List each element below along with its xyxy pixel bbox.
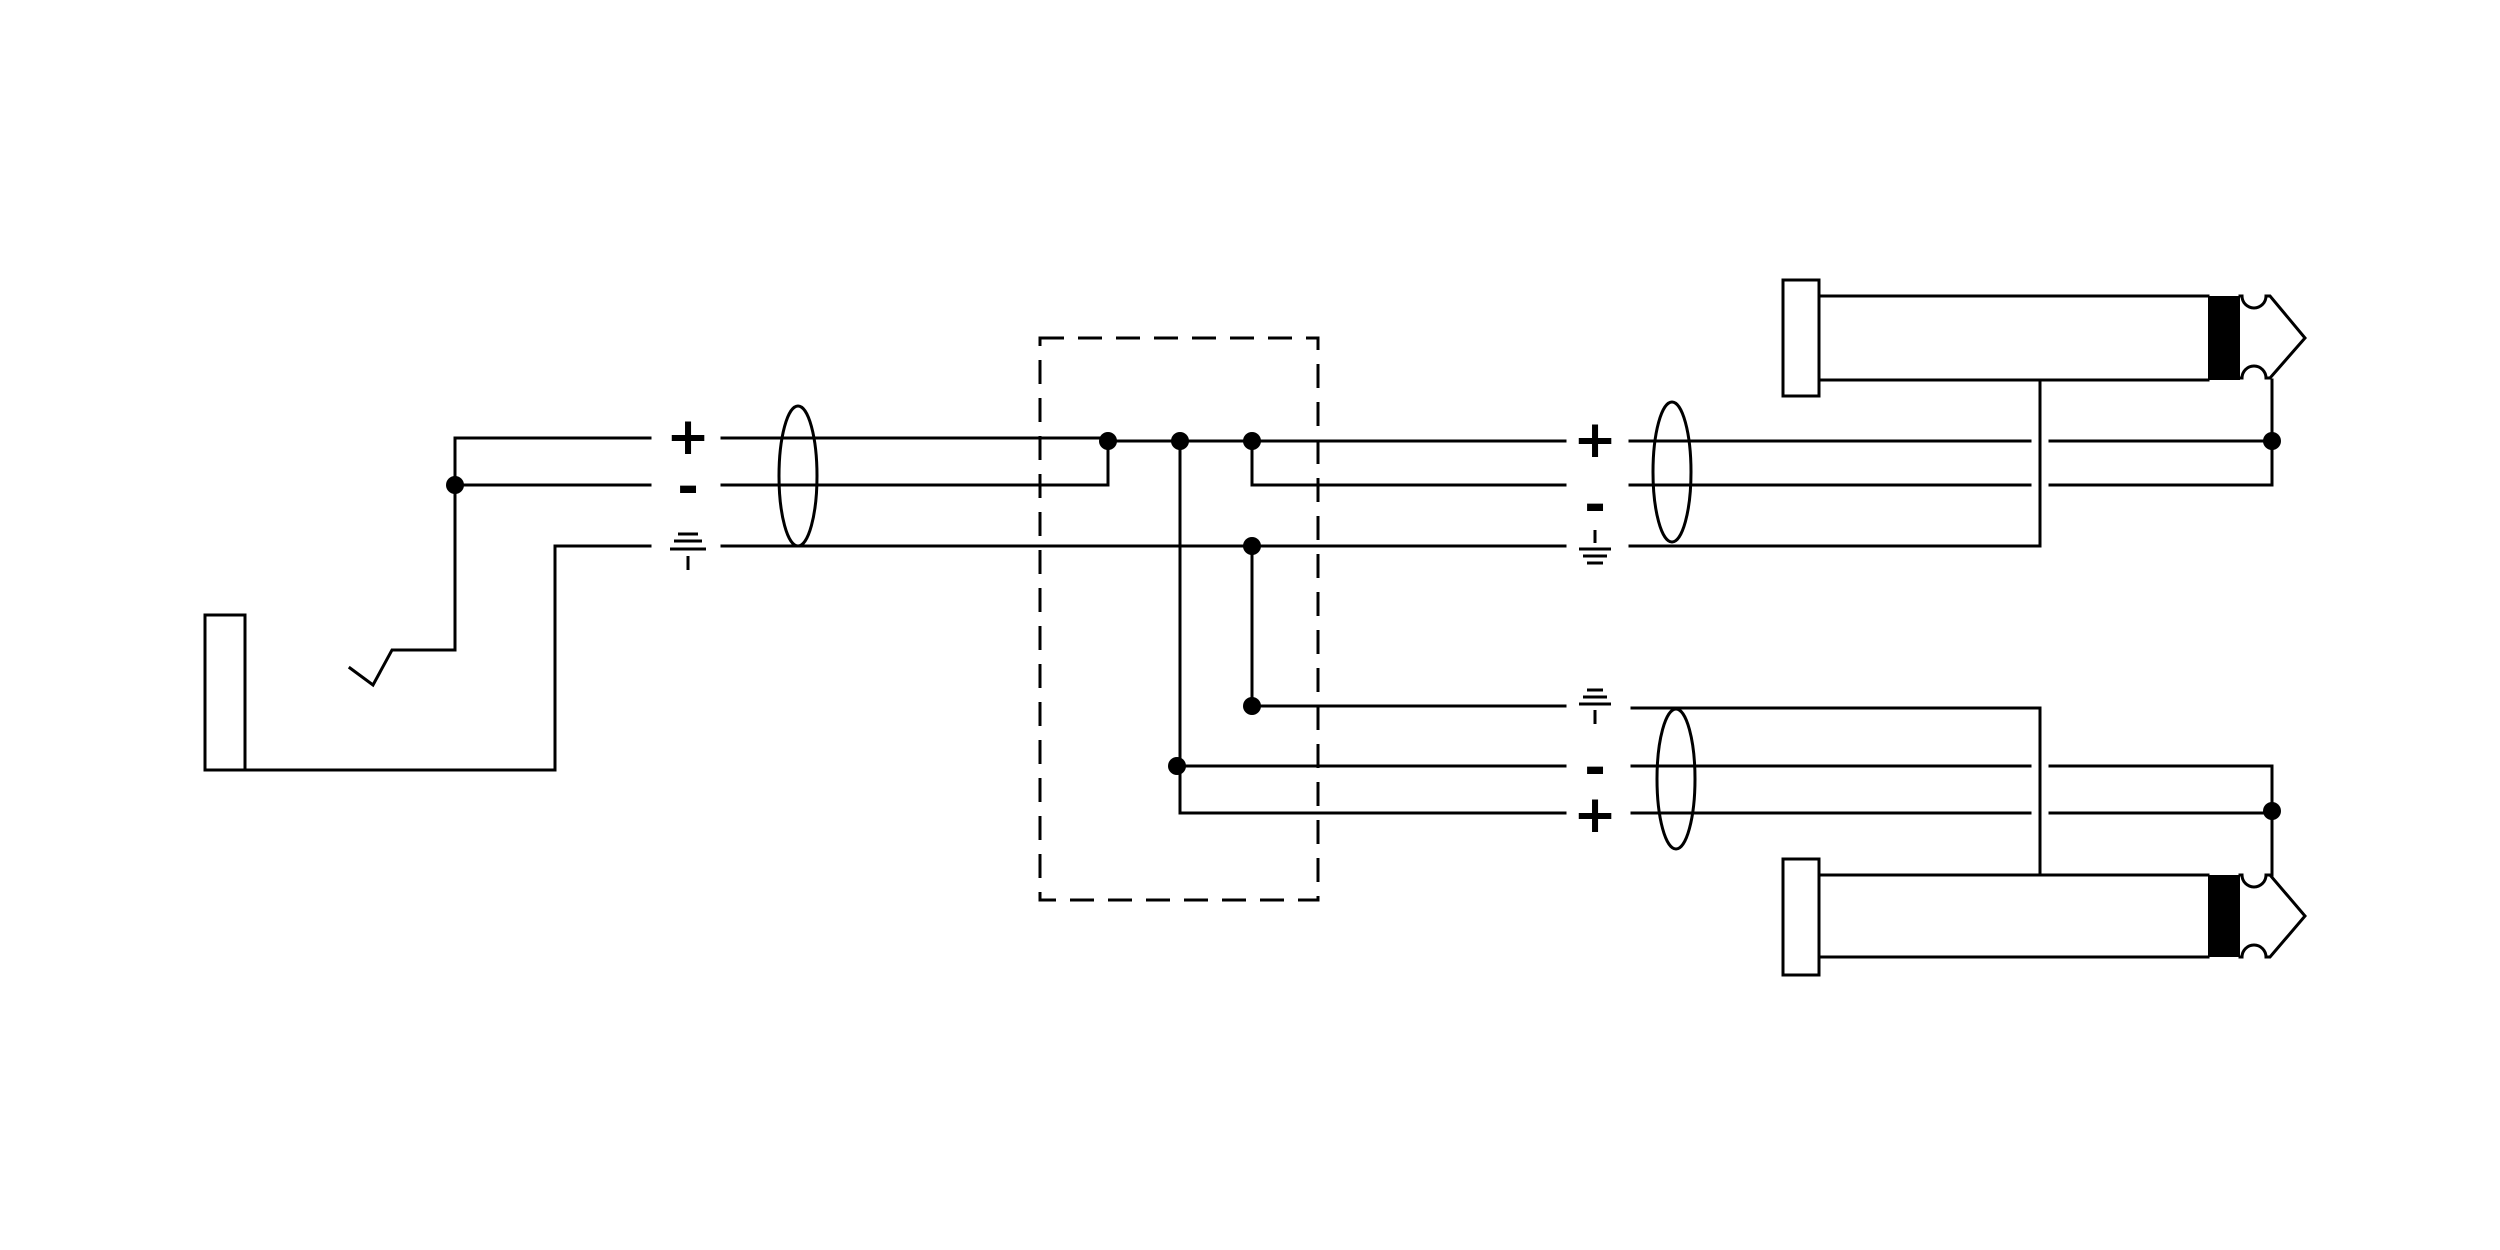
output-b-tip-link — [2048, 811, 2274, 877]
output-b-plus-label: + — [1573, 785, 1617, 845]
input-jack-sleeve-body — [203, 613, 247, 772]
output-a-cable — [1628, 378, 2042, 548]
output-a-wire-ground — [1628, 378, 2042, 548]
output-a-ground-icon — [1579, 530, 1611, 565]
splitter-out-b-plus-wire — [1178, 439, 1567, 815]
splitter-junction-dot — [1099, 432, 1117, 450]
output-b-jack-plug — [1781, 764, 2307, 977]
input-ground-wire — [243, 544, 652, 772]
output-a-tip-link — [2048, 378, 2274, 443]
splitter-junction-dot — [1168, 757, 1186, 775]
input-plus-label: + — [666, 407, 710, 467]
output-a-cable-shield-icon — [1651, 400, 1693, 544]
output-b-ring-link — [2048, 764, 2274, 815]
input-cable — [720, 404, 1254, 548]
input-junction-dot — [446, 476, 464, 494]
output-b-wire-ground — [1630, 706, 2042, 877]
output-a-ring-link — [2048, 439, 2274, 487]
input-minus-label: - — [677, 457, 699, 517]
output-a-plus-label: + — [1573, 410, 1617, 470]
splitter-out-b-ground-wire — [1250, 544, 1567, 708]
output-b-ground-icon — [1579, 688, 1611, 724]
input-ground-icon — [670, 532, 706, 570]
output-a-plug-handle — [1781, 278, 1821, 398]
input-jack-connector — [203, 436, 652, 772]
input-cable-shield-icon — [777, 404, 819, 548]
input-signal-wire-plus — [347, 436, 652, 688]
output-b-plug-tip — [2238, 873, 2307, 959]
output-a-plug-ring — [2208, 296, 2240, 380]
output-b-cable — [1630, 706, 2042, 877]
output-a-junction-dot — [2263, 432, 2281, 450]
output-a-plug-tip — [2238, 294, 2307, 380]
output-b-cable-shield-icon — [1655, 707, 1697, 851]
splitter-out-a-minus-wire — [1250, 439, 1567, 487]
output-b-junction-dot — [2263, 802, 2281, 820]
output-a-minus-label: - — [1584, 475, 1606, 535]
output-a-jack-plug — [1781, 278, 2307, 487]
output-b-plug-ring — [2208, 875, 2240, 957]
splitter-box — [1038, 336, 1567, 902]
output-b-minus-label: - — [1584, 738, 1606, 798]
output-b-plug-handle — [1781, 857, 1821, 977]
splitter-junction-dot — [1243, 697, 1261, 715]
